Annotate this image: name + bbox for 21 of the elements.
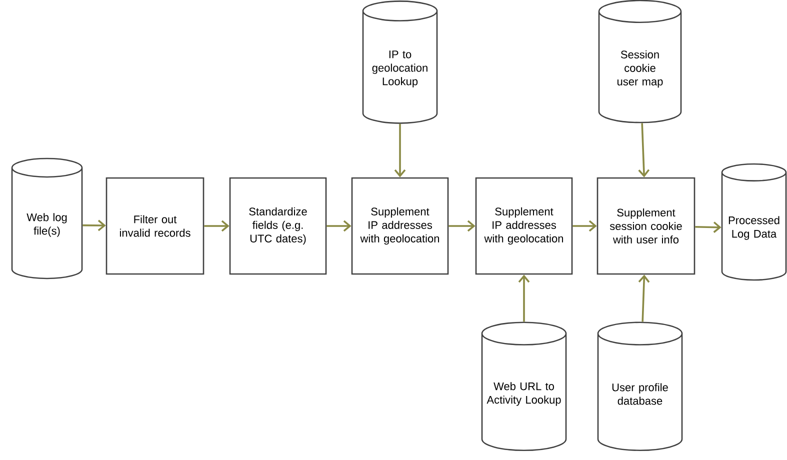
database-cylinder: Processed Log Data — [721, 163, 787, 281]
database-cylinder: Web log file(s) — [11, 158, 83, 280]
arrow — [82, 220, 106, 232]
process-box: Supplement session cookie with user info — [596, 177, 696, 275]
arrow — [394, 124, 406, 178]
arrow — [204, 220, 230, 232]
arrow — [572, 220, 597, 232]
arrow — [638, 274, 650, 322]
arrow — [638, 123, 650, 178]
process-box: Filter out invalid records — [106, 177, 204, 275]
arrow — [326, 220, 352, 232]
database-cylinder: User profile database — [597, 322, 683, 451]
process-box: Standardize fields (e.g. UTC dates) — [229, 177, 327, 275]
arrow — [695, 222, 722, 233]
process-box: Supplement IP addresses with geolocation — [475, 177, 573, 275]
arrow — [448, 220, 476, 232]
database-cylinder: IP to geolocation Lookup — [362, 0, 438, 124]
database-cylinder: Session cookie user map — [598, 0, 682, 124]
database-cylinder: Web URL to Activity Lookup — [481, 322, 567, 451]
arrow — [518, 274, 530, 322]
process-box: Supplement IP addresses with geolocation — [351, 177, 449, 275]
